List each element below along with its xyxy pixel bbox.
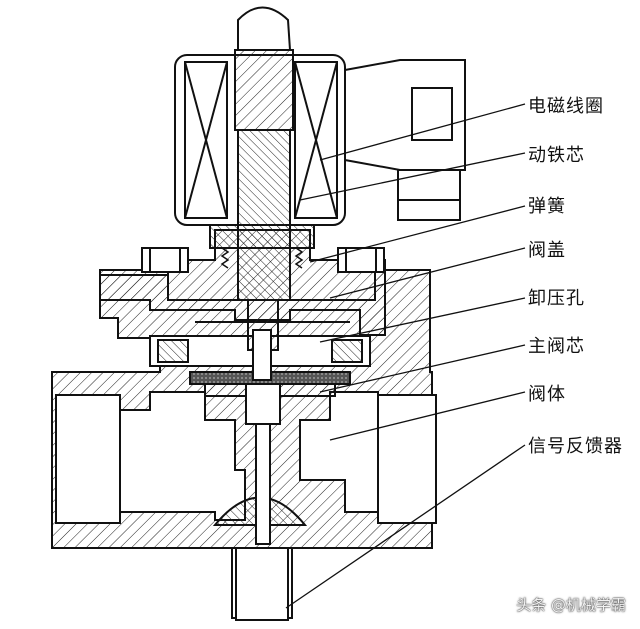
spring — [220, 247, 304, 269]
leader-lines — [285, 103, 526, 609]
watermark: 头条 @机械学霸 — [516, 596, 626, 614]
plunger — [234, 6, 294, 545]
label-relief-hole: 卸压孔 — [528, 288, 585, 309]
label-valve-body: 阀体 — [528, 384, 566, 405]
signal-feedback — [235, 547, 289, 621]
solenoid-coil — [174, 54, 466, 226]
label-main-core: 主阀芯 — [528, 336, 585, 357]
label-spring: 弹簧 — [528, 196, 566, 217]
label-bonnet: 阀盖 — [528, 240, 566, 261]
label-solenoid-coil: 电磁线圈 — [528, 96, 604, 117]
label-signal-feedback: 信号反馈器 — [528, 436, 623, 457]
label-plunger: 动铁芯 — [528, 145, 585, 166]
